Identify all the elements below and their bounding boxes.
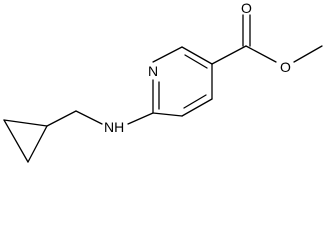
bond-c3-c2 (152, 112, 183, 117)
amine-label: NH (104, 119, 124, 135)
carbonyl-oxygen-label: O (241, 0, 252, 16)
bond-c4-c3-inner (183, 94, 207, 109)
bond-methylene-cyclopropyl (46, 110, 77, 127)
cyclopropyl-bond-b (3, 119, 29, 163)
bond-c6-c5-inner (184, 54, 208, 69)
cyclopropylmethylamino-group (3, 110, 154, 163)
bond-c6-c5 (181, 46, 213, 65)
bond-n1-c6 (152, 46, 183, 63)
ring-nitrogen-label: N (148, 63, 158, 79)
bond-c4-c3 (181, 98, 213, 117)
methyl-ester-group (211, 14, 323, 65)
bond-amine-methylene (75, 110, 103, 125)
ester-oxygen-label: O (280, 59, 291, 75)
cyclopropyl-bond-a (3, 119, 48, 127)
bond-c2-amine (127, 112, 154, 125)
pyridine-ring (152, 46, 213, 117)
cyclopropyl-bond-c (27, 125, 48, 163)
bond-ester-oxygen-methyl (293, 45, 323, 63)
atom-labels: N NH O O (104, 0, 291, 135)
bond-ring-carbonyl (211, 45, 247, 65)
bond-carbonyl-ester-oxygen (245, 45, 277, 63)
chemical-structure: N NH O O (3, 0, 323, 163)
